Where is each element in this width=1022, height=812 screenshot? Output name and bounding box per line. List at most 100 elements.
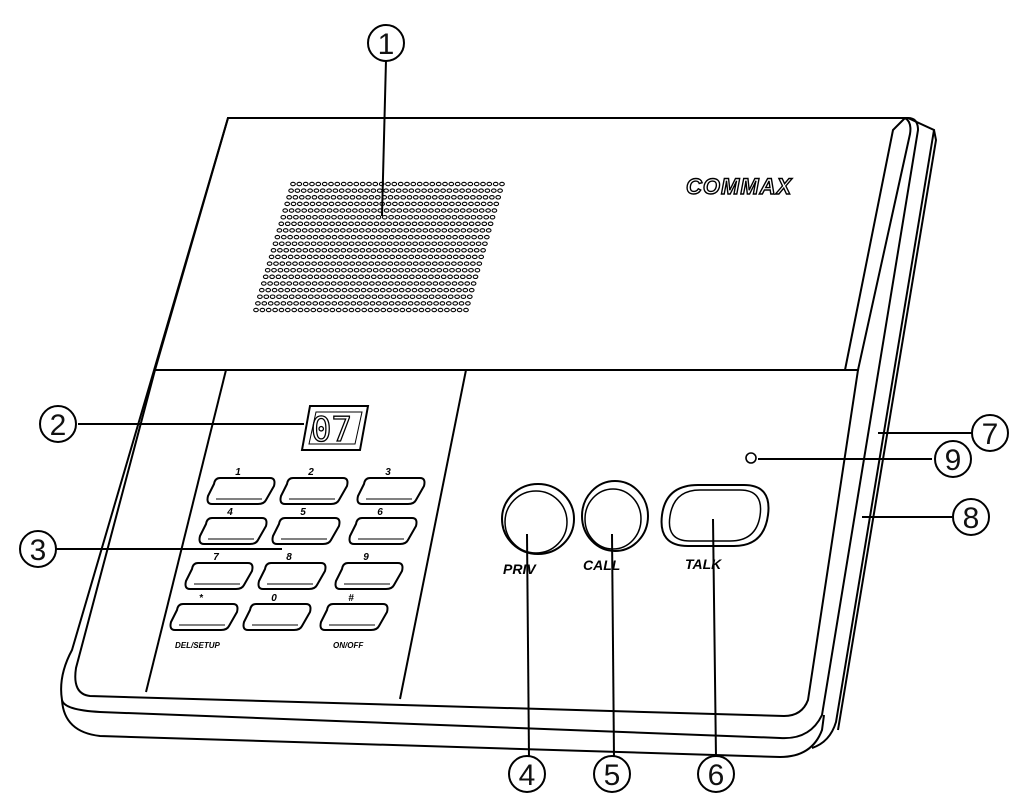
keypad-key-star[interactable] xyxy=(169,603,239,631)
keypad-divider-right xyxy=(399,369,467,700)
grille-hole xyxy=(431,195,438,200)
grille-hole xyxy=(346,228,353,233)
device-body xyxy=(60,117,938,759)
grille-hole xyxy=(463,261,470,266)
grille-hole xyxy=(440,254,446,260)
grille-hole xyxy=(284,221,291,227)
grille-hole xyxy=(429,181,436,187)
keypad-key-3[interactable] xyxy=(356,477,426,505)
grille-hole xyxy=(352,294,359,299)
keypad-key-2[interactable] xyxy=(279,477,349,505)
grille-hole xyxy=(481,221,488,227)
grille-hole xyxy=(293,301,299,306)
grille-hole xyxy=(365,248,372,253)
grille-hole xyxy=(459,274,466,280)
grille-hole xyxy=(388,234,395,240)
grille-hole xyxy=(412,261,419,266)
grille-hole xyxy=(263,294,270,299)
grille-hole xyxy=(302,181,309,187)
grille-hole xyxy=(369,214,375,220)
keypad-key-5[interactable] xyxy=(271,517,341,545)
grille-hole xyxy=(447,228,454,233)
grille-hole xyxy=(374,195,381,200)
keypad-key-6[interactable] xyxy=(348,517,418,545)
grille-hole xyxy=(489,195,495,200)
keypad-key-9[interactable] xyxy=(334,562,404,590)
grille-hole xyxy=(305,281,312,286)
grille-hole xyxy=(442,201,449,207)
keypad-key-label: 0 xyxy=(271,593,277,604)
grille-hole xyxy=(297,221,304,227)
grille-hole xyxy=(398,201,405,207)
on-off-label: ON/OFF xyxy=(333,641,364,650)
grille-hole xyxy=(273,261,279,266)
grille-hole xyxy=(341,267,347,273)
grille-hole xyxy=(452,254,459,260)
grille-hole xyxy=(299,234,306,240)
grille-hole xyxy=(411,287,418,293)
grille-hole xyxy=(258,287,265,293)
grille-hole xyxy=(427,188,434,193)
priv-button[interactable] xyxy=(501,483,575,555)
grille-hole xyxy=(295,294,301,299)
grille-hole xyxy=(458,301,465,306)
grille-hole xyxy=(293,214,299,220)
grille-hole xyxy=(367,287,373,293)
grille-hole xyxy=(309,201,316,207)
grille-hole xyxy=(324,214,331,220)
grille-hole xyxy=(483,234,490,240)
keypad-key-7[interactable] xyxy=(184,562,254,590)
grille-hole xyxy=(466,208,472,213)
grille-hole xyxy=(371,208,377,213)
grille-hole xyxy=(386,307,393,313)
grille-hole xyxy=(301,274,307,280)
front-panel xyxy=(74,369,860,718)
grille-hole xyxy=(307,208,314,213)
keypad-key-0[interactable] xyxy=(242,603,312,631)
grille-hole xyxy=(282,294,289,299)
grille-hole xyxy=(277,248,283,253)
grille-hole xyxy=(288,294,295,299)
grille-hole xyxy=(310,307,317,313)
grille-hole xyxy=(392,201,398,207)
grille-hole xyxy=(347,181,353,187)
grille-hole xyxy=(341,201,348,207)
grille-hole xyxy=(480,181,486,187)
leader-line-5 xyxy=(611,533,615,759)
grille-hole xyxy=(448,181,455,187)
grille-hole xyxy=(358,294,365,299)
grille-hole xyxy=(497,188,503,193)
keypad-key-1[interactable] xyxy=(206,477,276,505)
keypad-key-4[interactable] xyxy=(198,517,268,545)
grille-hole xyxy=(347,267,354,273)
grille-hole xyxy=(298,261,305,266)
grille-hole xyxy=(451,281,458,286)
grille-hole xyxy=(271,287,278,293)
keypad-key-hash[interactable] xyxy=(319,603,389,631)
grille-hole xyxy=(451,195,457,200)
grille-hole xyxy=(356,301,363,306)
grille-hole xyxy=(467,248,474,253)
grille-hole xyxy=(370,188,377,193)
call-button[interactable] xyxy=(581,480,649,552)
grille-hole xyxy=(439,301,446,306)
grille-hole xyxy=(282,208,289,213)
grille-hole xyxy=(415,208,422,213)
grille-hole xyxy=(358,274,364,280)
grille-hole xyxy=(469,241,476,246)
grille-hole xyxy=(478,254,485,260)
grille-hole xyxy=(269,294,276,299)
talk-button[interactable] xyxy=(660,484,770,547)
grille-hole xyxy=(311,261,317,266)
grille-hole xyxy=(322,221,329,227)
grille-hole xyxy=(474,267,481,273)
grille-hole xyxy=(410,248,417,253)
grille-hole xyxy=(285,241,292,246)
grille-hole xyxy=(354,201,360,207)
grille-hole xyxy=(348,307,355,313)
grille-hole xyxy=(387,195,394,200)
keypad-key-8[interactable] xyxy=(257,562,327,590)
grille-hole xyxy=(352,228,359,233)
grille-hole xyxy=(372,181,379,187)
grille-hole xyxy=(378,228,384,233)
